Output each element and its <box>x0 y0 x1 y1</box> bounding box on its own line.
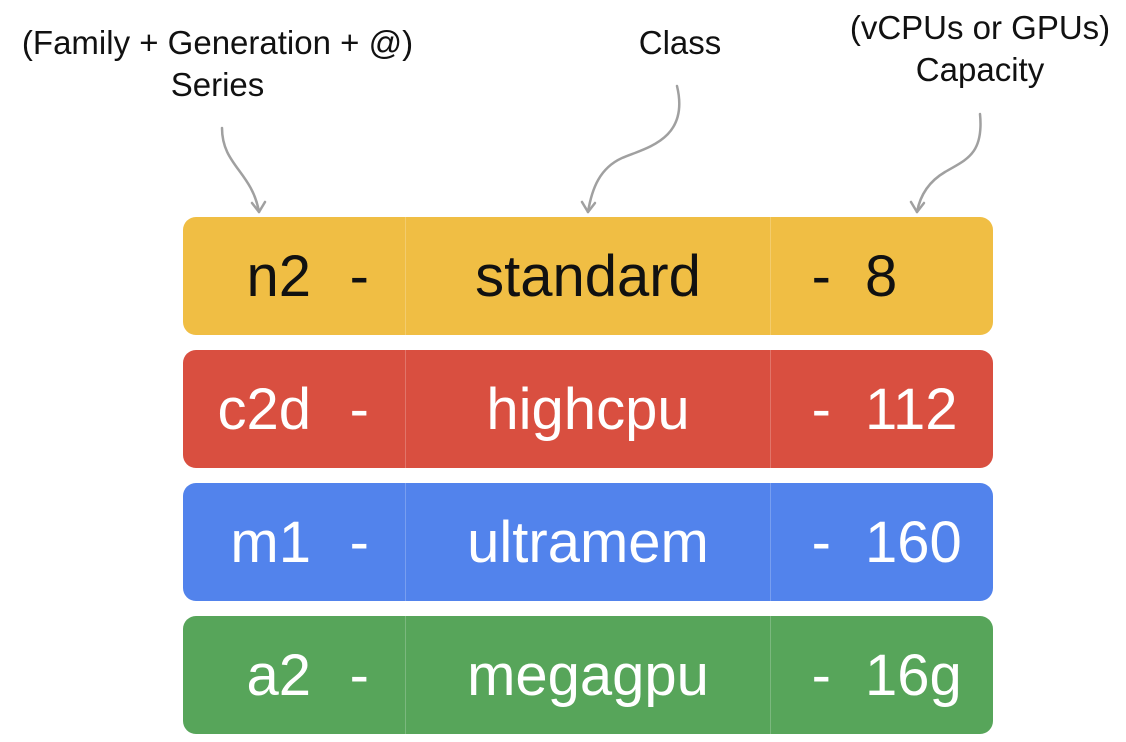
series-annotation-detail: (Family + Generation + @) <box>21 24 414 61</box>
capacity-segment: - 112 <box>771 350 993 468</box>
series-value: a2 <box>246 642 311 708</box>
series-value: m1 <box>230 509 311 575</box>
series-arrow <box>220 126 261 214</box>
capacity-value: 112 <box>865 376 958 442</box>
class-value: megagpu <box>467 642 709 708</box>
class-segment: highcpu <box>406 350 771 468</box>
class-arrow-head <box>580 200 597 214</box>
class-arrow <box>586 84 681 214</box>
capacity-arrow-head <box>909 200 926 214</box>
capacity-arrow <box>915 112 982 214</box>
machine-type-row-m1: m1 - ultramem - 160 <box>183 483 993 601</box>
machine-type-row-n2: n2 - standard - 8 <box>183 217 993 335</box>
series-segment: n2 - <box>183 217 406 335</box>
series-segment: m1 - <box>183 483 406 601</box>
capacity-annotation-detail: (vCPUs or GPUs) <box>849 9 1111 46</box>
class-value: standard <box>475 243 701 309</box>
capacity-value: 160 <box>865 509 962 575</box>
separator-dash: - <box>349 243 369 309</box>
capacity-segment: - 16g <box>771 616 993 734</box>
machine-type-row-a2: a2 - megagpu - 16g <box>183 616 993 734</box>
capacity-annotation: (vCPUs or GPUs) Capacity <box>835 7 1125 91</box>
series-segment: a2 - <box>183 616 406 734</box>
class-annotation-title: Class <box>638 24 722 61</box>
series-annotation-title: Series <box>170 66 265 103</box>
capacity-annotation-title: Capacity <box>915 51 1045 88</box>
separator-dash: - <box>811 376 831 442</box>
separator-dash: - <box>349 376 369 442</box>
series-value: n2 <box>246 243 311 309</box>
series-segment: c2d - <box>183 350 406 468</box>
class-annotation: Class <box>620 22 740 64</box>
class-value: highcpu <box>486 376 690 442</box>
series-arrow-head <box>250 200 267 214</box>
class-segment: ultramem <box>406 483 771 601</box>
separator-dash: - <box>349 642 369 708</box>
series-annotation: (Family + Generation + @) Series <box>5 22 430 106</box>
separator-dash: - <box>811 243 831 309</box>
separator-dash: - <box>811 509 831 575</box>
series-value: c2d <box>217 376 311 442</box>
capacity-segment: - 8 <box>771 217 993 335</box>
capacity-segment: - 160 <box>771 483 993 601</box>
class-value: ultramem <box>467 509 709 575</box>
class-segment: standard <box>406 217 771 335</box>
capacity-value: 8 <box>865 243 898 309</box>
machine-type-row-c2d: c2d - highcpu - 112 <box>183 350 993 468</box>
capacity-value: 16g <box>865 642 962 708</box>
class-segment: megagpu <box>406 616 771 734</box>
separator-dash: - <box>811 642 831 708</box>
separator-dash: - <box>349 509 369 575</box>
